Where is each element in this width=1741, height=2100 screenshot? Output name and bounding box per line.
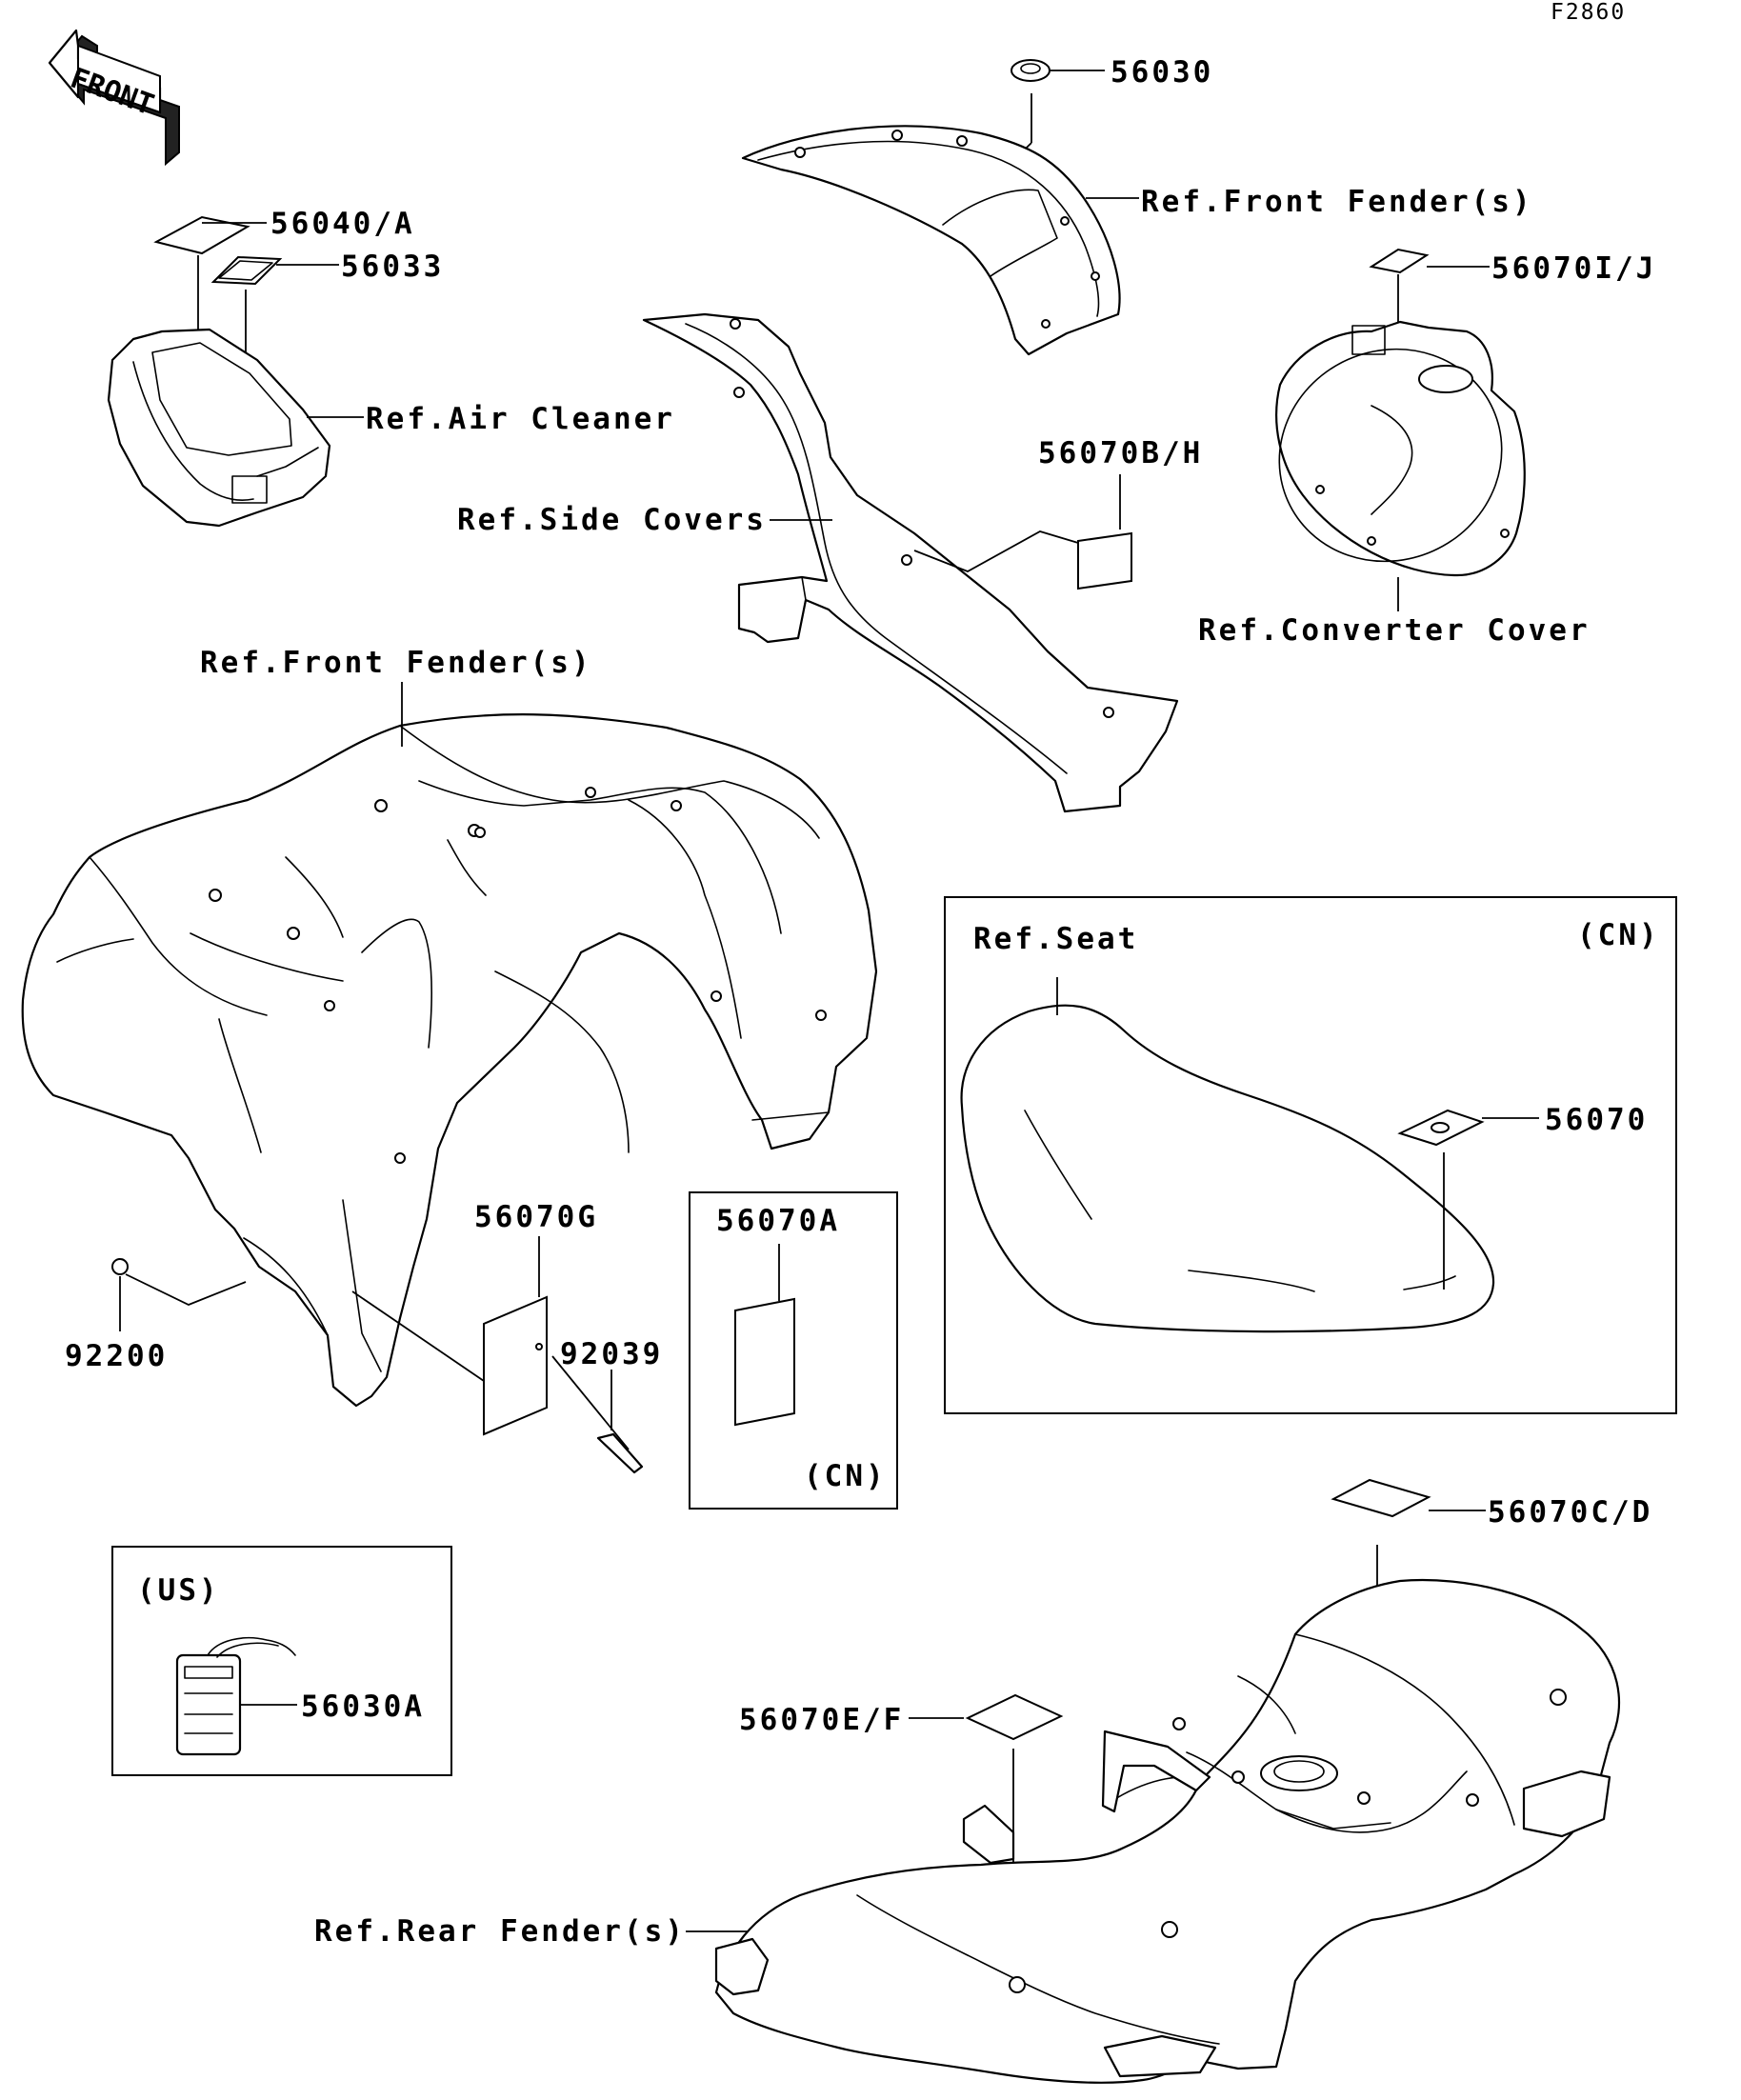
label-56070: 56070 <box>1545 1103 1648 1137</box>
label-56070g: 56070G <box>474 1200 598 1234</box>
label-ref-air-cleaner: Ref.Air Cleaner <box>366 402 675 436</box>
label-56040a: 56040/A <box>270 207 415 241</box>
air-cleaner <box>107 328 331 528</box>
box-56030a-us <box>111 1546 452 1776</box>
figure-code: F2860 <box>1551 0 1626 25</box>
label-56030: 56030 <box>1111 55 1213 90</box>
decal-56070ij <box>1369 248 1490 335</box>
label-56070cd: 56070C/D <box>1488 1495 1652 1530</box>
decal-56070bh <box>913 474 1132 590</box>
decal-56070g <box>351 1236 548 1436</box>
seat <box>960 1004 1495 1333</box>
rear-fender <box>714 1578 1621 2084</box>
label-ref-seat: Ref.Seat <box>973 922 1138 956</box>
hang-tag-56030a <box>175 1636 297 1756</box>
decal-56070 <box>1397 1109 1539 1290</box>
grommet-92200 <box>111 1258 247 1331</box>
label-56070ij: 56070I/J <box>1491 251 1656 286</box>
label-ref-rear-fender: Ref.Rear Fender(s) <box>314 1914 686 1949</box>
label-56070ef: 56070E/F <box>739 1703 904 1737</box>
label-56070bh: 56070B/H <box>1038 436 1203 470</box>
label-us: (US) <box>137 1573 220 1608</box>
label-56033: 56033 <box>341 250 444 284</box>
box-seat-cn <box>944 896 1677 1414</box>
label-cn-seat: (CN) <box>1577 918 1660 952</box>
front-fender-upper <box>741 125 1121 356</box>
decal-56070a <box>734 1244 795 1427</box>
label-ref-front-fender-main: Ref.Front Fender(s) <box>200 646 592 680</box>
decal-56040a <box>153 215 267 333</box>
side-covers <box>642 312 1179 813</box>
label-ref-side-covers: Ref.Side Covers <box>457 503 767 537</box>
label-cn-box: (CN) <box>804 1459 887 1493</box>
label-ref-converter-cover: Ref.Converter Cover <box>1198 613 1591 648</box>
front-fender-main <box>21 713 878 1408</box>
converter-cover <box>1275 320 1526 577</box>
front-direction-arrow-icon: FRONT <box>48 29 180 167</box>
label-92039: 92039 <box>560 1337 663 1371</box>
label-56030a: 56030A <box>301 1690 425 1724</box>
label-ref-front-fender-top: Ref.Front Fender(s) <box>1141 185 1533 219</box>
box-56070a-cn <box>689 1191 898 1510</box>
clip-92039 <box>551 1355 644 1474</box>
label-56070a: 56070A <box>716 1204 840 1238</box>
label-92200: 92200 <box>65 1339 168 1373</box>
